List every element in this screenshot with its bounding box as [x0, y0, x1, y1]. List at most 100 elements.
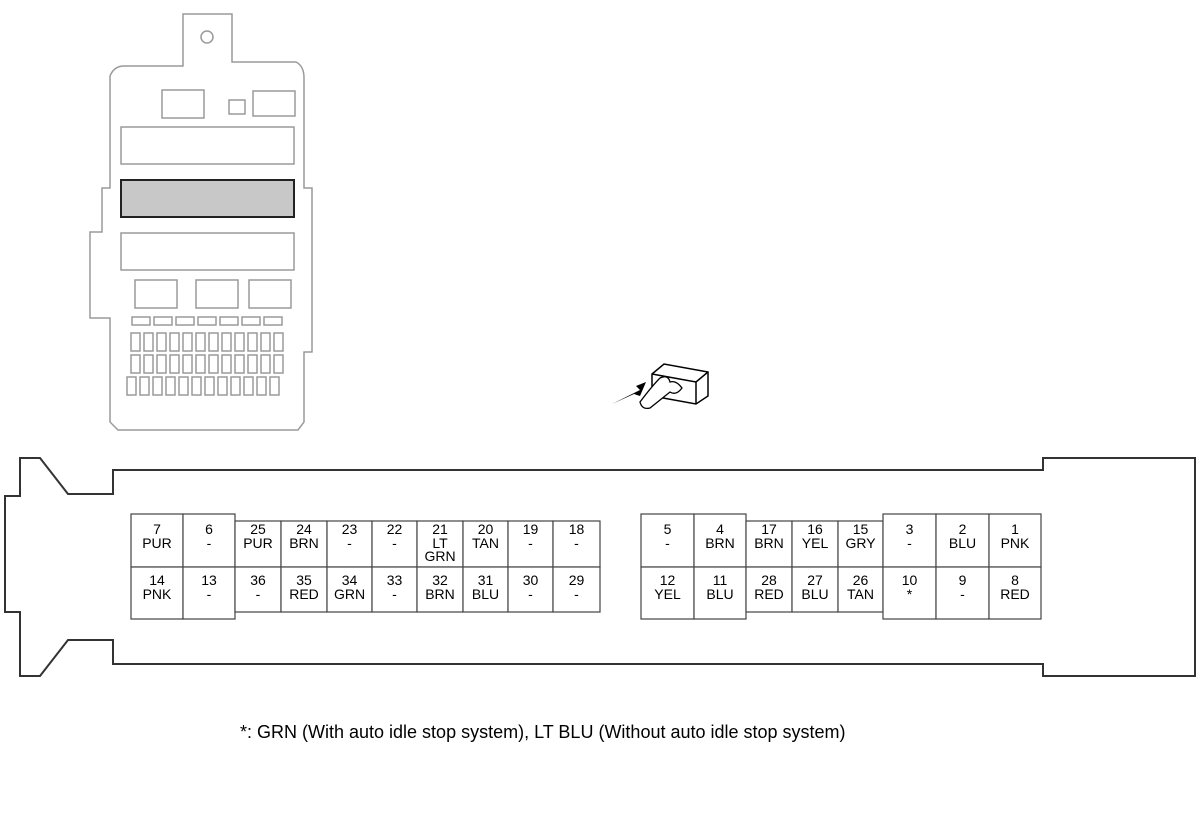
pin-number: 26: [853, 572, 869, 588]
terminal-side-view-icon: [612, 363, 709, 410]
left-pin-22: 22-: [371, 520, 418, 568]
pin-wire-color: BRN: [425, 586, 455, 602]
pin-number: 18: [569, 521, 585, 537]
right-pin-5: 5-: [640, 513, 695, 568]
left-pin-6: 6-: [182, 513, 236, 568]
pin-wire-color: -: [392, 586, 397, 602]
pin-number: 15: [853, 521, 869, 537]
pin-wire-color: -: [574, 586, 579, 602]
pin-wire-color: GRN: [424, 548, 455, 564]
pin-number: 7: [153, 521, 161, 537]
pin-number: 3: [906, 521, 914, 537]
pin-number: 19: [523, 521, 539, 537]
pin-wire-color: -: [207, 586, 212, 602]
left-pin-19: 19-: [507, 520, 554, 568]
pin-wire-color: YEL: [654, 586, 681, 602]
pin-wire-color: PNK: [143, 586, 172, 602]
pin-number: 30: [523, 572, 539, 588]
pin-wire-color: -: [392, 535, 397, 551]
pin-number: 6: [205, 521, 213, 537]
pin-number: 29: [569, 572, 585, 588]
pin-wire-color: -: [574, 535, 579, 551]
pin-number: 28: [761, 572, 777, 588]
pin-number: 1: [1011, 521, 1019, 537]
pin-wire-color: -: [347, 535, 352, 551]
pin-wire-color: -: [256, 586, 261, 602]
pin-wire-color: -: [907, 535, 912, 551]
pin-number: 31: [478, 572, 494, 588]
pin-wire-color: BLU: [472, 586, 499, 602]
pin-number: 16: [807, 521, 823, 537]
pin-wire-color: -: [528, 535, 533, 551]
pin-wire-color: YEL: [802, 535, 829, 551]
pin-number: 25: [250, 521, 266, 537]
left-pin-23: 23-: [326, 520, 373, 568]
pin-number: 13: [201, 572, 217, 588]
pin-number: 33: [387, 572, 403, 588]
pin-wire-color: LT: [432, 535, 448, 551]
pin-number: 14: [149, 572, 165, 588]
pin-wire-color: RED: [289, 586, 319, 602]
pin-wire-color: RED: [754, 586, 784, 602]
left-pin-33: 33-: [371, 566, 418, 613]
pin-wire-color: -: [665, 535, 670, 551]
pin-number: 4: [716, 521, 724, 537]
pin-number: 21: [432, 521, 448, 537]
pin-wire-color: -: [960, 586, 965, 602]
right-pin-3: 3-: [882, 513, 937, 568]
pin-number: 35: [296, 572, 312, 588]
pin-number: 9: [959, 572, 967, 588]
pin-number: 8: [1011, 572, 1019, 588]
pin-number: 5: [664, 521, 672, 537]
pin-wire-color: BLU: [801, 586, 828, 602]
pin-wire-color: BRN: [289, 535, 319, 551]
pin-wire-color: GRN: [334, 586, 365, 602]
pin-wire-color: PUR: [142, 535, 172, 551]
pin-number: 36: [250, 572, 266, 588]
pin-block-left: 7PUR6-25PUR24BRN23-22-21LTGRN20TAN19-18-…: [130, 513, 601, 620]
pin-number: 20: [478, 521, 494, 537]
pin-wire-color: RED: [1000, 586, 1030, 602]
pin-wire-color: -: [528, 586, 533, 602]
pin-number: 24: [296, 521, 312, 537]
pin-number: 34: [342, 572, 358, 588]
fuse-box-icon: [89, 13, 313, 431]
right-pin-10: 10*: [882, 566, 937, 620]
right-pin-9: 9-: [935, 566, 990, 620]
left-pin-30: 30-: [507, 566, 554, 613]
pin-number: 17: [761, 521, 777, 537]
pin-wire-color: BLU: [949, 535, 976, 551]
pin-wire-color: TAN: [472, 535, 499, 551]
pin-wire-color: PNK: [1001, 535, 1030, 551]
footnote: *: GRN (With auto idle stop system), LT …: [240, 722, 846, 742]
left-pin-13: 13-: [182, 566, 236, 620]
pin-wire-color: BRN: [705, 535, 735, 551]
pin-wire-color: GRY: [845, 535, 876, 551]
pin-number: 12: [660, 572, 676, 588]
pin-number: 11: [713, 572, 728, 588]
left-pin-36: 36-: [234, 566, 282, 613]
pin-number: 22: [387, 521, 403, 537]
pin-number: 27: [807, 572, 823, 588]
pin-number: 23: [342, 521, 358, 537]
left-pin-29: 29-: [552, 566, 601, 613]
pin-wire-color: -: [207, 535, 212, 551]
